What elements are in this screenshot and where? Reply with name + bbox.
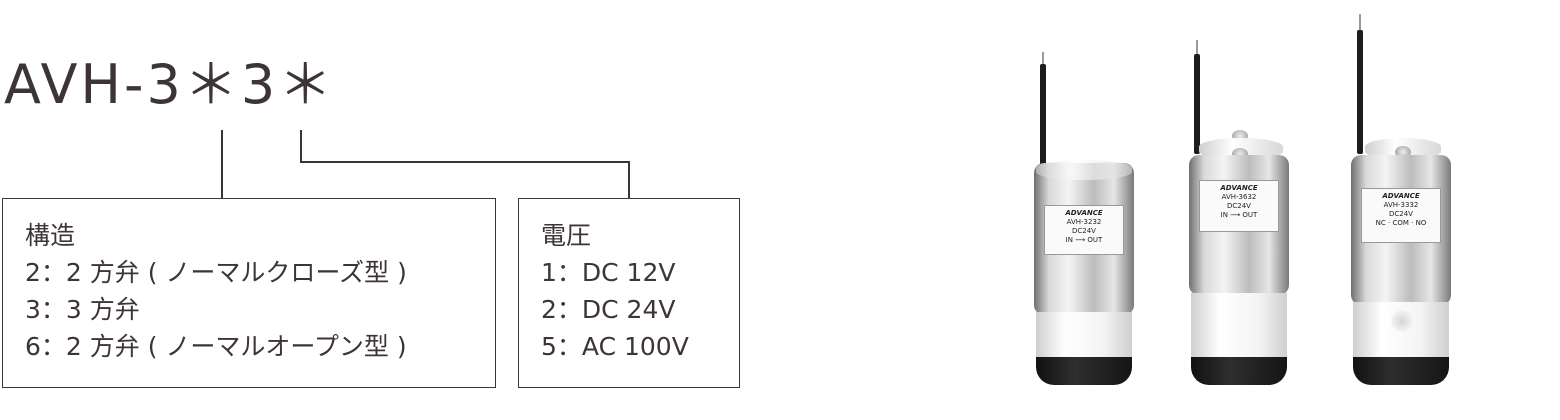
valve-body — [1191, 293, 1287, 363]
side-port — [1391, 310, 1413, 332]
valve-base — [1191, 357, 1287, 385]
connector-line-voltage-drop — [628, 161, 630, 198]
product-label: ADVANCE AVH-3632 DC24V IN ⟶ OUT — [1199, 180, 1279, 232]
model-code: AVH-3＊3＊ — [4, 53, 336, 116]
structure-option: 2：2 方弁 ( ノーマルクローズ型 ) — [25, 258, 407, 287]
valve-image-3: ADVANCE AVH-3332 DC24V NC · COM · NO — [1347, 0, 1457, 400]
structure-option: 3：3 方弁 — [25, 295, 140, 324]
product-label: ADVANCE AVH-3332 DC24V NC · COM · NO — [1361, 188, 1441, 243]
valve-body — [1036, 312, 1132, 364]
valve-base — [1353, 357, 1449, 385]
structure-option: 6：2 方弁 ( ノーマルオープン型 ) — [25, 332, 407, 361]
connector-line-voltage-across — [300, 161, 630, 163]
voltage-option: 2：DC 24V — [541, 295, 676, 324]
voltage-option: 5：AC 100V — [541, 332, 689, 361]
valve-base — [1036, 357, 1132, 385]
product-label: ADVANCE AVH-3232 DC24V IN ⟶ OUT — [1044, 205, 1124, 255]
voltage-title: 電圧 — [541, 221, 592, 250]
valve-image-2: ADVANCE AVH-3632 DC24V IN ⟶ OUT — [1185, 0, 1295, 400]
voltage-box: 電圧 1：DC 12V 2：DC 24V 5：AC 100V — [518, 198, 740, 388]
valve-image-1: ADVANCE AVH-3232 DC24V IN ⟶ OUT — [1030, 0, 1140, 400]
connector-line-voltage-down — [300, 130, 302, 162]
lead-wire — [1357, 30, 1363, 154]
lead-wire — [1040, 64, 1046, 176]
structure-box: 構造 2：2 方弁 ( ノーマルクローズ型 ) 3：3 方弁 6：2 方弁 ( … — [2, 198, 496, 388]
product-photo: ADVANCE AVH-3232 DC24V IN ⟶ OUT ADVANCE … — [980, 0, 1540, 420]
structure-title: 構造 — [25, 221, 76, 250]
voltage-option: 1：DC 12V — [541, 258, 676, 287]
connector-line-structure — [221, 130, 223, 198]
lead-wire — [1194, 54, 1200, 154]
